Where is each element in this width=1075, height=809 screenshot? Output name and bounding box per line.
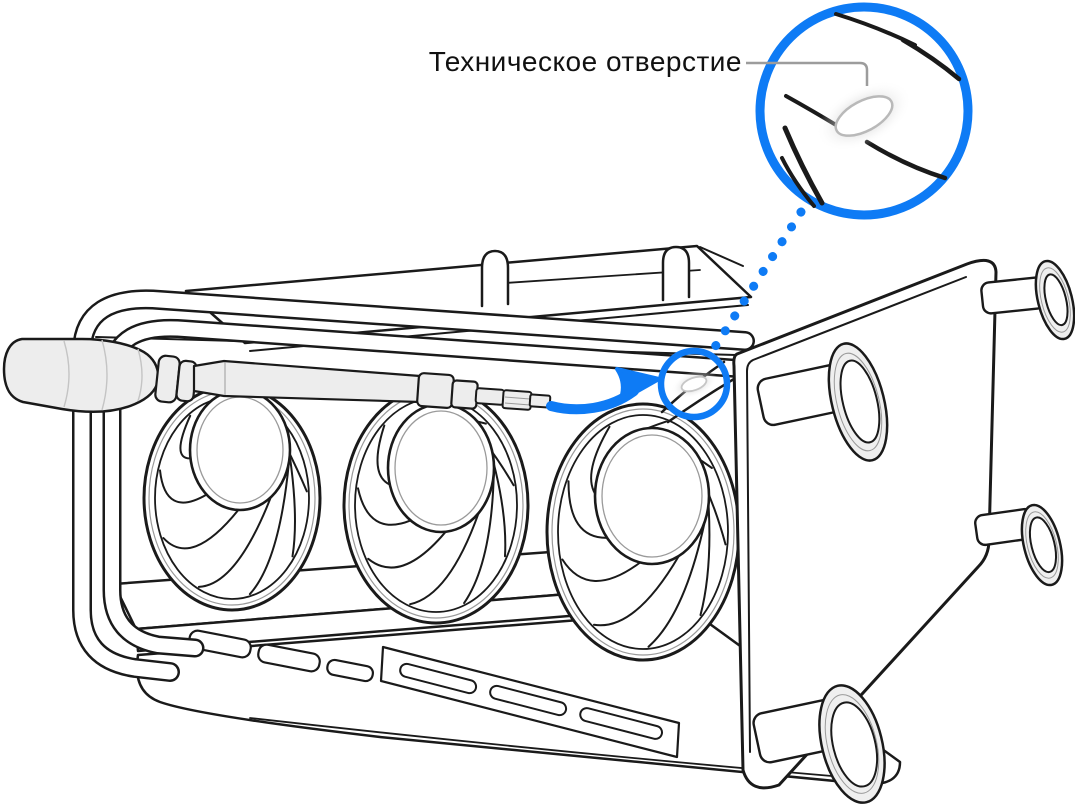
bit-holder [474, 387, 506, 406]
magnified-curve [900, 37, 962, 82]
screwdriver [2, 337, 552, 413]
side-panel [732, 258, 1075, 804]
dotted-leader-line [708, 207, 806, 355]
screwdriver-shaft [192, 359, 422, 404]
fan-blade [561, 558, 642, 582]
foot-bottom-left [752, 684, 886, 804]
fan-blade [179, 414, 192, 460]
fan-3 [545, 402, 741, 662]
foot-bottom-right [974, 503, 1064, 587]
foot-hole [1028, 516, 1058, 574]
base-slotted-plate [379, 645, 681, 759]
screwdriver-handle [2, 337, 160, 413]
side-panel-rim [746, 276, 967, 753]
service-hole-magnified [816, 80, 912, 152]
fan-blade [367, 530, 447, 569]
handle-mount-lug [661, 245, 691, 302]
foot-top-right [980, 259, 1075, 341]
fan-hub [593, 426, 711, 566]
foot-mid-left [756, 342, 889, 462]
vent-slot [326, 658, 374, 683]
fan-blade [248, 461, 290, 596]
callout-label: Техническое отверстие [428, 46, 742, 77]
fan-hub [386, 402, 496, 534]
fan-blade [162, 509, 240, 550]
hex-bit [501, 389, 533, 411]
fan-blade [159, 469, 208, 504]
fan-hub [188, 388, 292, 512]
vent-slot [257, 643, 321, 673]
fan-2 [342, 385, 530, 625]
annotation-layer [546, 2, 973, 424]
cover-corner-line [699, 246, 744, 267]
magnified-curve [780, 156, 816, 208]
vent-slot [579, 707, 663, 740]
fan-blade [647, 520, 706, 648]
fan-blade [376, 424, 391, 486]
foot-hole [1043, 273, 1069, 327]
fan-blade [197, 496, 272, 588]
arrow-head-icon [615, 367, 661, 403]
fan-blade [593, 555, 680, 627]
base [135, 609, 902, 786]
vent-slot [399, 662, 478, 695]
fan-blade [463, 472, 495, 605]
fan-blade [567, 480, 609, 539]
vent-slot [489, 684, 568, 717]
shaft-collar [450, 379, 479, 410]
fan-blade [590, 425, 611, 495]
magnified-curve [782, 125, 825, 206]
fan-1 [142, 384, 322, 612]
base-small-slots [188, 629, 374, 683]
fan-blade [357, 487, 412, 526]
magnifier-circle-icon [755, 2, 973, 220]
shaft-collar [416, 372, 455, 409]
magnified-curve [864, 139, 948, 181]
foot-hole [830, 701, 879, 788]
foot-hole [839, 359, 881, 444]
fan-blade [409, 512, 480, 606]
handle-mount-lug [480, 249, 510, 308]
target-circle [657, 347, 731, 421]
callout-line [746, 61, 869, 86]
service-hole [671, 369, 717, 399]
